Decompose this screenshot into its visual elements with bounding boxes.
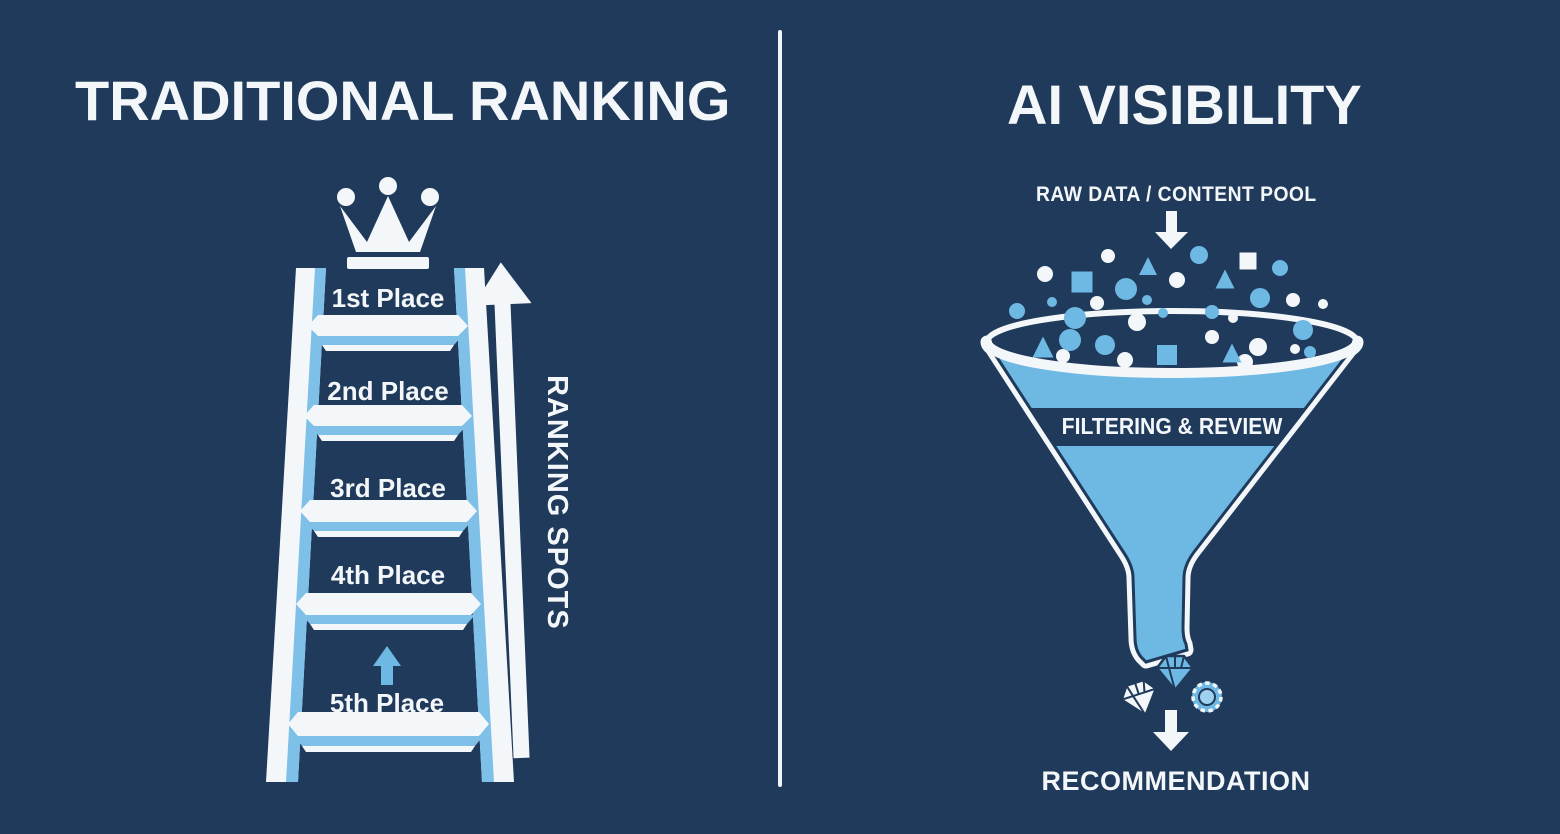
scatter-shape-triangle [1032,336,1054,358]
right-panel-title: AI VISIBILITY [1007,73,1362,136]
scatter-shape-circle [1205,330,1219,344]
ladder-rung [308,315,468,351]
scatter-shape-circle [1228,313,1238,323]
funnel-graphic [980,211,1364,751]
scatter-shape-circle [1009,303,1025,319]
scatter-shape-circle [1059,329,1081,351]
scatter-shape-triangle [1139,257,1157,275]
scatter-shape-circle [1272,260,1288,276]
raw-data-scatter [1009,246,1328,370]
scatter-shape-circle [1304,346,1316,358]
recommendation-label: RECOMMENDATION [1041,766,1311,796]
round-gem-icon [1191,681,1223,713]
ladder-rung [300,500,477,537]
ladder-rung [304,405,472,441]
panel-divider [778,30,782,787]
ladder-graphic [266,177,532,782]
scatter-shape-circle [1249,338,1267,356]
ladder-rung [296,593,481,630]
scatter-shape-square [1239,252,1257,270]
raw-data-label: RAW DATA / CONTENT POOL [1036,183,1317,206]
scatter-shape-circle [1090,296,1104,310]
scatter-shape-circle [1056,349,1070,363]
filtering-review-label: FILTERING & REVIEW [1061,413,1283,439]
scatter-shape-triangle [1222,343,1242,363]
diamond-gem-icon [1120,678,1158,717]
scatter-shape-circle [1064,307,1086,329]
up-arrow-icon [373,646,401,685]
ladder-rung [288,712,489,752]
crown-icon [337,177,439,269]
down-arrow-icon [1155,211,1188,249]
scatter-shape-circle [1169,272,1185,288]
scatter-shape-circle [1190,246,1208,264]
scatter-shape-circle [1250,288,1270,308]
down-arrow-icon [1153,710,1189,751]
scatter-shape-circle [1115,278,1137,300]
rung-label-1st: 1st Place [331,283,445,313]
ranking-spots-label: RANKING SPOTS [541,375,573,630]
scatter-shape-circle [1117,352,1133,368]
scatter-shape-circle [1318,299,1328,309]
scatter-shape-circle [1095,335,1115,355]
scatter-shape-circle [1293,320,1313,340]
scatter-shape-circle [1142,295,1152,305]
scatter-shape-circle [1037,266,1053,282]
scatter-shape-triangle [1215,269,1235,289]
diamond-gem-icon [1155,654,1195,692]
scatter-shape-circle [1128,313,1146,331]
scatter-shape-circle [1047,297,1057,307]
scatter-shape-square [1071,271,1093,293]
scatter-shape-circle [1205,305,1219,319]
rung-label-5th: 5th Place [329,688,445,718]
scatter-shape-circle [1237,354,1253,370]
ladder-right-rail [454,268,514,782]
scatter-shape-square [1157,345,1177,365]
scatter-shape-circle [1101,249,1115,263]
rung-label-2nd: 2nd Place [327,376,449,406]
rung-label-3rd: 3rd Place [330,473,446,503]
scatter-shape-circle [1286,293,1300,307]
left-panel-title: TRADITIONAL RANKING [75,69,731,132]
ranking-arrow-icon [473,262,532,759]
ladder-left-rail [266,268,326,782]
scatter-shape-circle [1290,344,1300,354]
scatter-shape-circle [1158,308,1168,318]
rung-label-4th: 4th Place [330,560,446,590]
